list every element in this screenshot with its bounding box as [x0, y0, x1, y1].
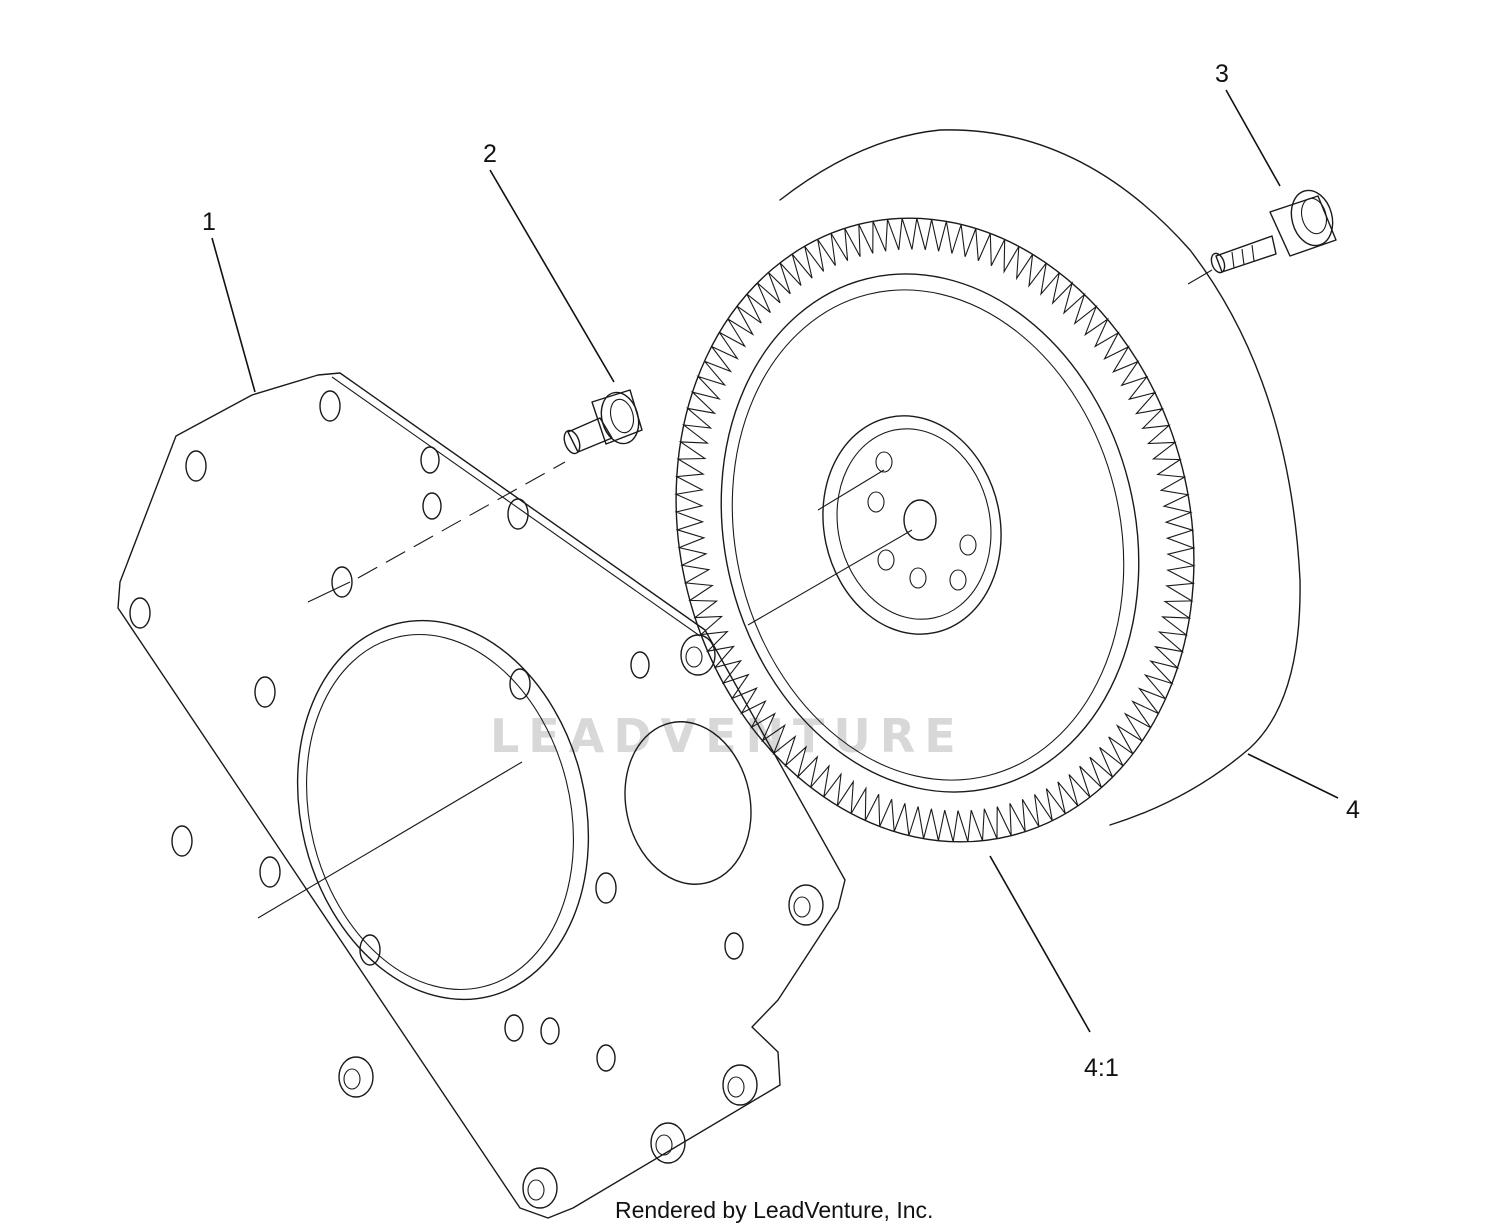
svg-text:1: 1: [202, 208, 216, 236]
adapter-plate: [117, 372, 846, 1219]
callout-3: 3: [1215, 60, 1281, 187]
callout-2: 2: [483, 140, 615, 383]
callout-1: 1: [202, 208, 256, 393]
watermark-text: LEADVENTURE: [490, 709, 965, 763]
plate-holes: [129, 390, 744, 1072]
ring-gear-teeth: [674, 218, 1196, 842]
svg-text:3: 3: [1215, 60, 1229, 88]
cap-screw: [307, 389, 643, 603]
ring-gear-tooth-profile: [674, 218, 1196, 842]
svg-text:2: 2: [483, 140, 497, 168]
callout-4-1: 4:1: [989, 855, 1119, 1082]
flywheel-bolt: [1187, 189, 1337, 285]
svg-text:4:1: 4:1: [1084, 1054, 1119, 1082]
svg-text:4: 4: [1346, 796, 1360, 824]
callout-4: 4: [1247, 753, 1360, 824]
flywheel: [257, 129, 1301, 919]
plate-bosses: [338, 634, 824, 1209]
footer-credit: Rendered by LeadVenture, Inc.: [615, 1197, 933, 1223]
hub-holes: [867, 451, 977, 591]
